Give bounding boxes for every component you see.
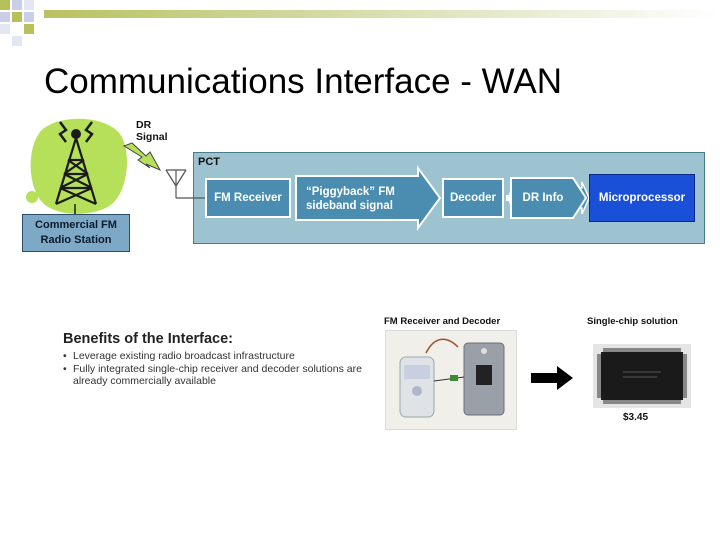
benefit-item: Fully integrated single-chip receiver an… [63, 363, 373, 387]
dr-signal-line-2: Signal [136, 131, 168, 143]
title-accent-bar [44, 10, 720, 18]
fm-station-label: Commercial FM Radio Station [22, 214, 130, 252]
decor-square [12, 12, 22, 22]
decor-square [12, 0, 22, 10]
fm-photo-caption: FM Receiver and Decoder [384, 316, 501, 327]
dr-info-arrow [510, 177, 588, 219]
decor-square [0, 12, 10, 22]
decor-square [0, 24, 10, 34]
antenna-icon [165, 169, 205, 199]
benefits-list: Leverage existing radio broadcast infras… [63, 350, 373, 388]
radio-tower-icon [26, 118, 127, 214]
dr-signal-label: DR Signal [136, 119, 168, 143]
decoder-box: Decoder [442, 178, 504, 218]
dr-signal-line-1: DR [136, 119, 152, 131]
benefits-title: Benefits of the Interface: [63, 331, 233, 347]
benefit-item: Leverage existing radio broadcast infras… [63, 350, 373, 362]
station-line-2: Radio Station [40, 234, 112, 246]
decor-square [0, 0, 10, 10]
chip-price: $3.45 [623, 412, 649, 423]
slide-title: Communications Interface - WAN [44, 62, 563, 101]
decor-square [24, 12, 34, 22]
pct-label: PCT [198, 156, 220, 168]
connector-arrow [506, 191, 511, 205]
decor-square [24, 24, 34, 34]
dr-info-box: DR Info [522, 192, 564, 204]
piggyback-line-1: “Piggyback” FM [306, 186, 395, 198]
fm-receiver-photo [385, 330, 517, 430]
transition-arrow-icon [531, 366, 573, 390]
single-chip-photo [593, 344, 691, 408]
piggyback-label: “Piggyback” FM sideband signal [306, 185, 418, 213]
lightning-bolt-icon [122, 142, 162, 172]
fm-receiver-box: FM Receiver [205, 178, 291, 218]
receiver-device-icon [386, 331, 516, 429]
piggyback-line-2: sideband signal [306, 200, 393, 212]
microprocessor-box: Microprocessor [589, 174, 695, 222]
decor-square [24, 0, 34, 10]
decor-square [12, 36, 22, 46]
station-line-1: Commercial FM [35, 219, 117, 231]
chip-icon [593, 344, 691, 408]
piggyback-arrow [295, 164, 442, 232]
chip-photo-caption: Single-chip solution [587, 316, 678, 327]
